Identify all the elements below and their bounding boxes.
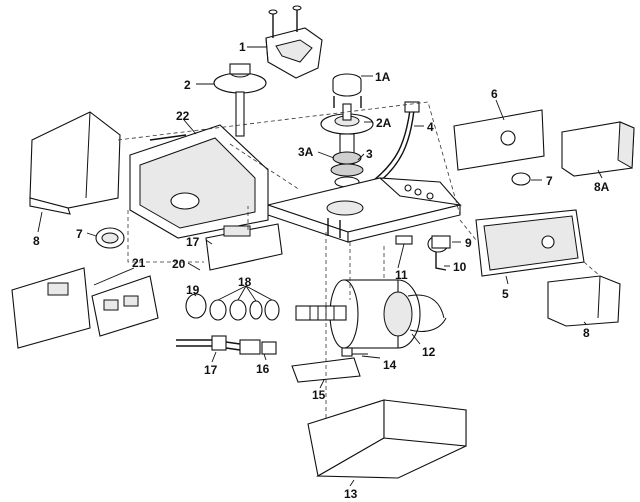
callout-7-right: 7 — [546, 174, 553, 188]
part-22-inner-frame — [129, 119, 269, 239]
part-3-worm-gear — [317, 133, 365, 188]
callout-22: 22 — [176, 109, 190, 123]
callout-20: 20 — [172, 257, 186, 271]
callout-15: 15 — [312, 388, 326, 402]
worm-shaft — [295, 305, 347, 321]
part-9-light-socket — [427, 235, 461, 253]
callout-8a: 8A — [594, 180, 610, 194]
part-18-bearings — [209, 285, 280, 321]
callout-9: 9 — [465, 236, 472, 250]
part-17-wires — [176, 335, 241, 363]
callout-14: 14 — [383, 358, 397, 372]
part-11-terminal-block — [395, 235, 413, 269]
part-14-parts — [341, 347, 381, 359]
part-15-bracket — [291, 357, 361, 389]
callout-5: 5 — [502, 287, 509, 301]
callout-21: 21 — [132, 256, 146, 270]
part-8a-end-cap — [561, 121, 635, 179]
part-21-logic-board — [11, 267, 135, 349]
part-1-bracket — [247, 5, 323, 79]
part-6-panel — [453, 99, 545, 171]
part-8-right-cover — [547, 275, 621, 327]
callout-3: 3 — [366, 147, 373, 161]
callout-13: 13 — [344, 487, 358, 501]
callout-1a: 1A — [375, 70, 391, 84]
part-13-tray — [307, 399, 467, 487]
callout-3a: 3A — [298, 145, 314, 159]
part-20-receiver-board — [91, 262, 201, 337]
callout-2: 2 — [184, 78, 191, 92]
callout-19: 19 — [186, 283, 200, 297]
part-16-switches — [239, 339, 277, 361]
part-2-sprocket-shaft — [196, 63, 267, 137]
callout-10: 10 — [453, 260, 467, 274]
part-1a-cap — [332, 73, 373, 97]
callout-17-lower: 17 — [204, 363, 218, 377]
part-4-wire-harness — [373, 101, 424, 184]
callout-6: 6 — [491, 87, 498, 101]
part-10-socket-clip — [435, 252, 450, 271]
part-2a-gear-plate — [320, 96, 374, 135]
part-7-left-knob — [86, 227, 125, 249]
callout-1: 1 — [239, 40, 246, 54]
part-8-left-cover — [29, 111, 121, 233]
callout-4: 4 — [427, 120, 434, 134]
alignment-lines — [117, 101, 601, 420]
part-7-right-knob — [511, 172, 542, 186]
callout-2a: 2A — [376, 116, 392, 130]
callout-12: 12 — [422, 345, 436, 359]
callout-18: 18 — [238, 275, 252, 289]
part-12-motor — [329, 279, 447, 349]
part-17-terminal-board — [205, 223, 283, 271]
chassis-frame — [266, 177, 462, 243]
callout-16: 16 — [256, 362, 270, 376]
callout-17-upper: 17 — [186, 235, 200, 249]
callout-8-left: 8 — [33, 234, 40, 248]
part-5-lens-housing — [475, 209, 585, 285]
callout-7-left: 7 — [76, 227, 83, 241]
callout-11: 11 — [395, 268, 408, 282]
callout-8-right: 8 — [583, 326, 590, 340]
part-19-pulley — [185, 293, 207, 319]
